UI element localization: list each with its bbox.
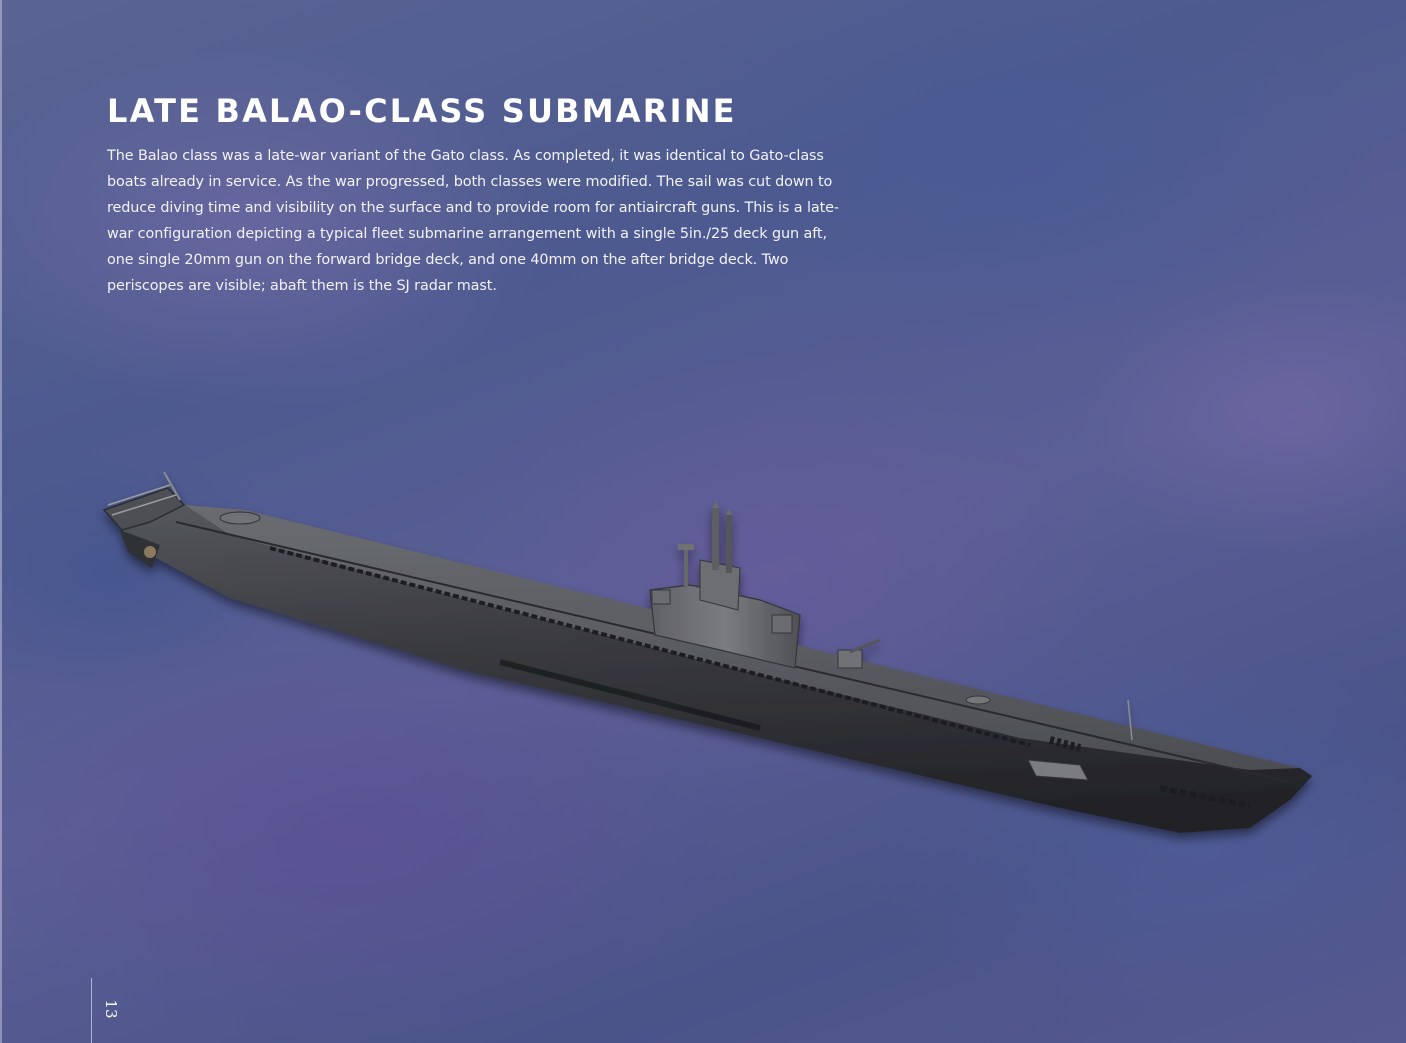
page-number: 13 [102,999,120,1019]
page-number-rule [91,978,92,1043]
page-edge-rule [0,0,2,1043]
page-title: LATE BALAO-CLASS SUBMARINE [107,92,737,130]
description-paragraph: The Balao class was a late-war variant o… [107,148,839,294]
